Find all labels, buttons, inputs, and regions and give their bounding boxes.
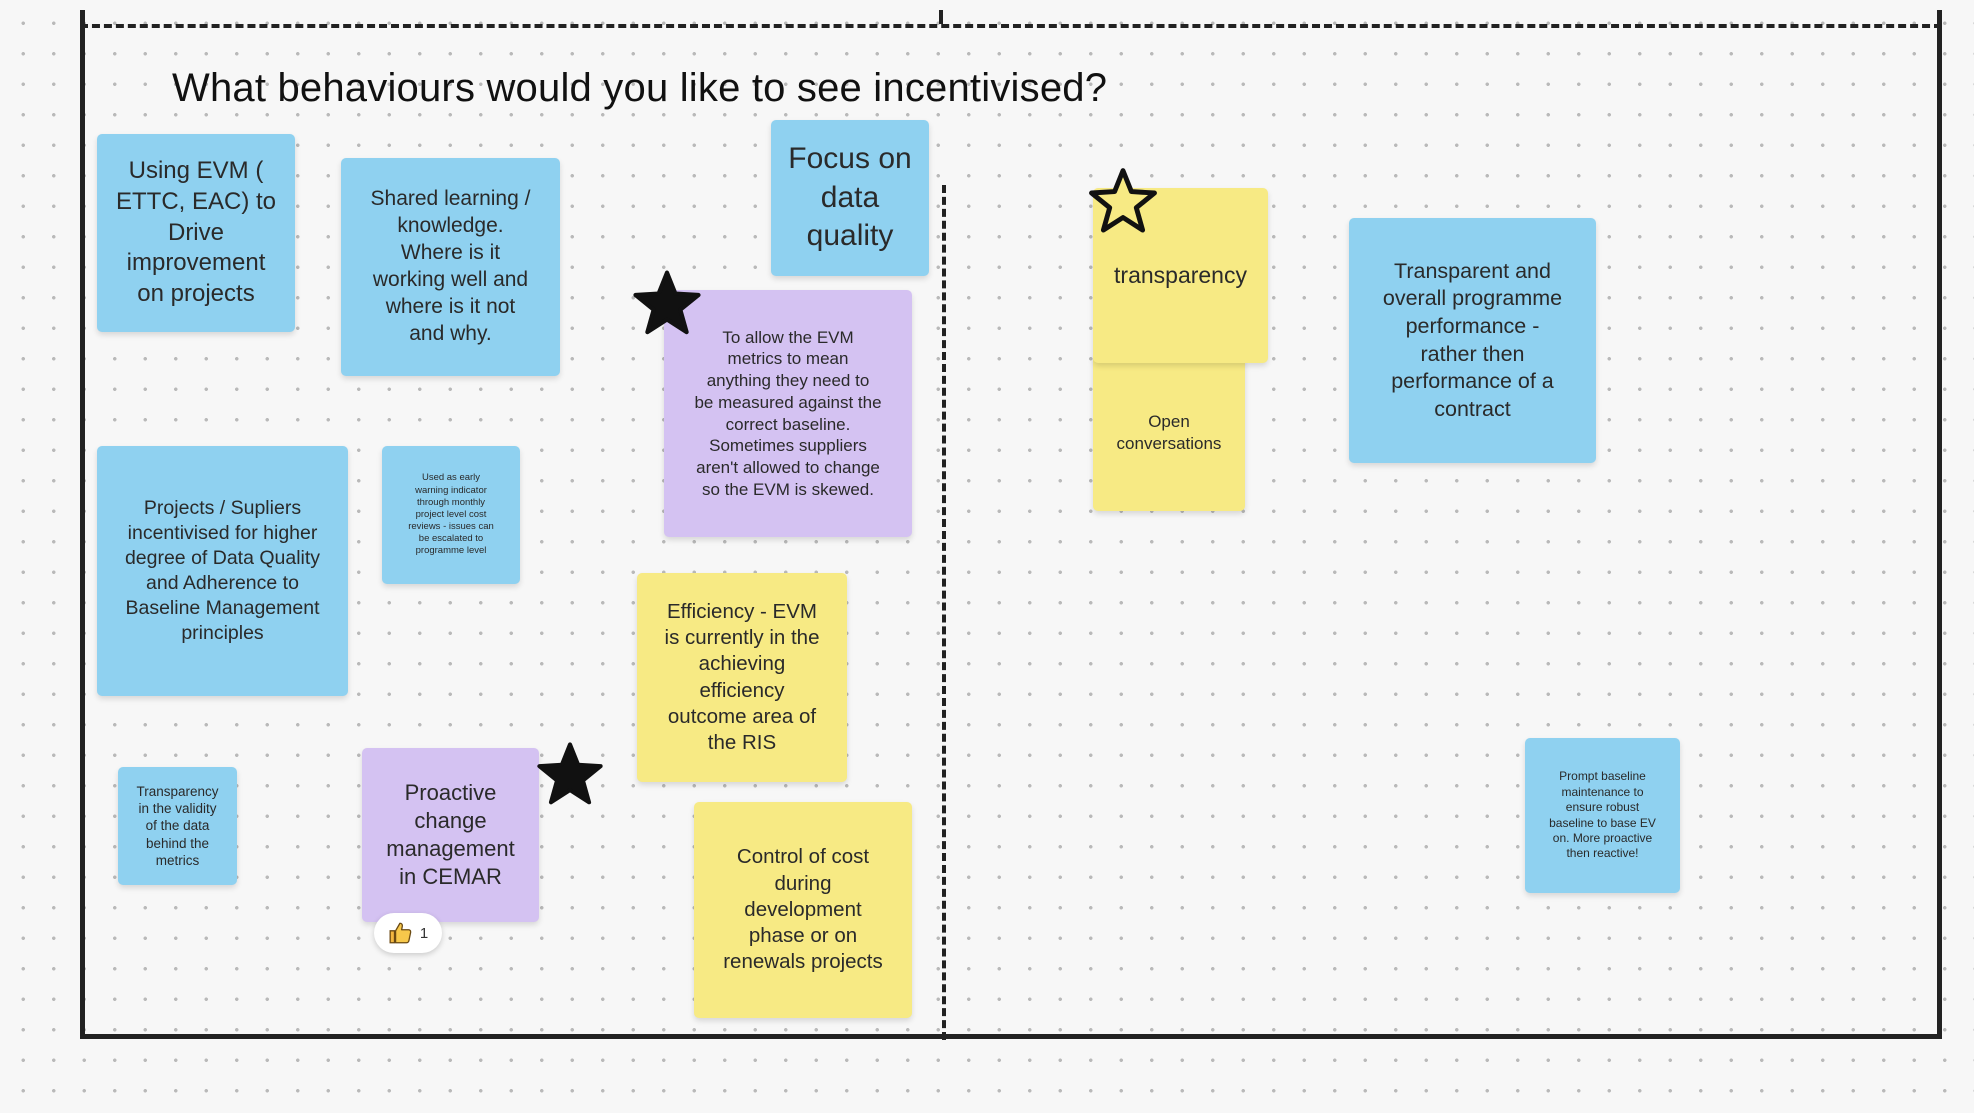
- star-outline-icon[interactable]: [1088, 166, 1158, 234]
- board-frame: [80, 10, 1942, 1039]
- sticky-note-proactive-change[interactable]: Proactive change management in CEMAR: [362, 748, 539, 922]
- frame-top-dashed-border: [80, 24, 1942, 28]
- star-filled-icon[interactable]: [632, 268, 702, 336]
- board-title: What behaviours would you like to see in…: [172, 66, 1108, 110]
- star-filled-icon[interactable]: [536, 740, 604, 806]
- reaction-chip[interactable]: 1: [374, 913, 442, 953]
- sticky-note-transparency-validity[interactable]: Transparency in the validity of the data…: [118, 767, 237, 885]
- sticky-note-efficiency[interactable]: Efficiency - EVM is currently in the ach…: [637, 573, 847, 782]
- reaction-count: 1: [419, 924, 429, 942]
- divider-top-tick: [939, 10, 943, 24]
- sticky-note-open-conversations[interactable]: Open conversations: [1093, 355, 1245, 511]
- sticky-note-evm-metrics[interactable]: To allow the EVM metrics to mean anythin…: [664, 290, 912, 537]
- sticky-note-evm-drive[interactable]: Using EVM ( ETTC, EAC) to Drive improvem…: [97, 134, 295, 332]
- sticky-note-prompt-baseline[interactable]: Prompt baseline maintenance to ensure ro…: [1525, 738, 1680, 893]
- sticky-note-early-warning[interactable]: Used as early warning indicator through …: [382, 446, 520, 584]
- sticky-note-control-cost[interactable]: Control of cost during development phase…: [694, 802, 912, 1018]
- sticky-note-programme-performance[interactable]: Transparent and overall programme perfor…: [1349, 218, 1596, 463]
- sticky-note-data-quality[interactable]: Focus on data quality: [771, 120, 929, 276]
- sticky-note-suppliers[interactable]: Projects / Supliers incentivised for hig…: [97, 446, 348, 696]
- thumbs-up-icon: [389, 922, 412, 944]
- frame-divider-dashed-line: [942, 185, 946, 1040]
- sticky-note-shared-learning[interactable]: Shared learning / knowledge. Where is it…: [341, 158, 560, 376]
